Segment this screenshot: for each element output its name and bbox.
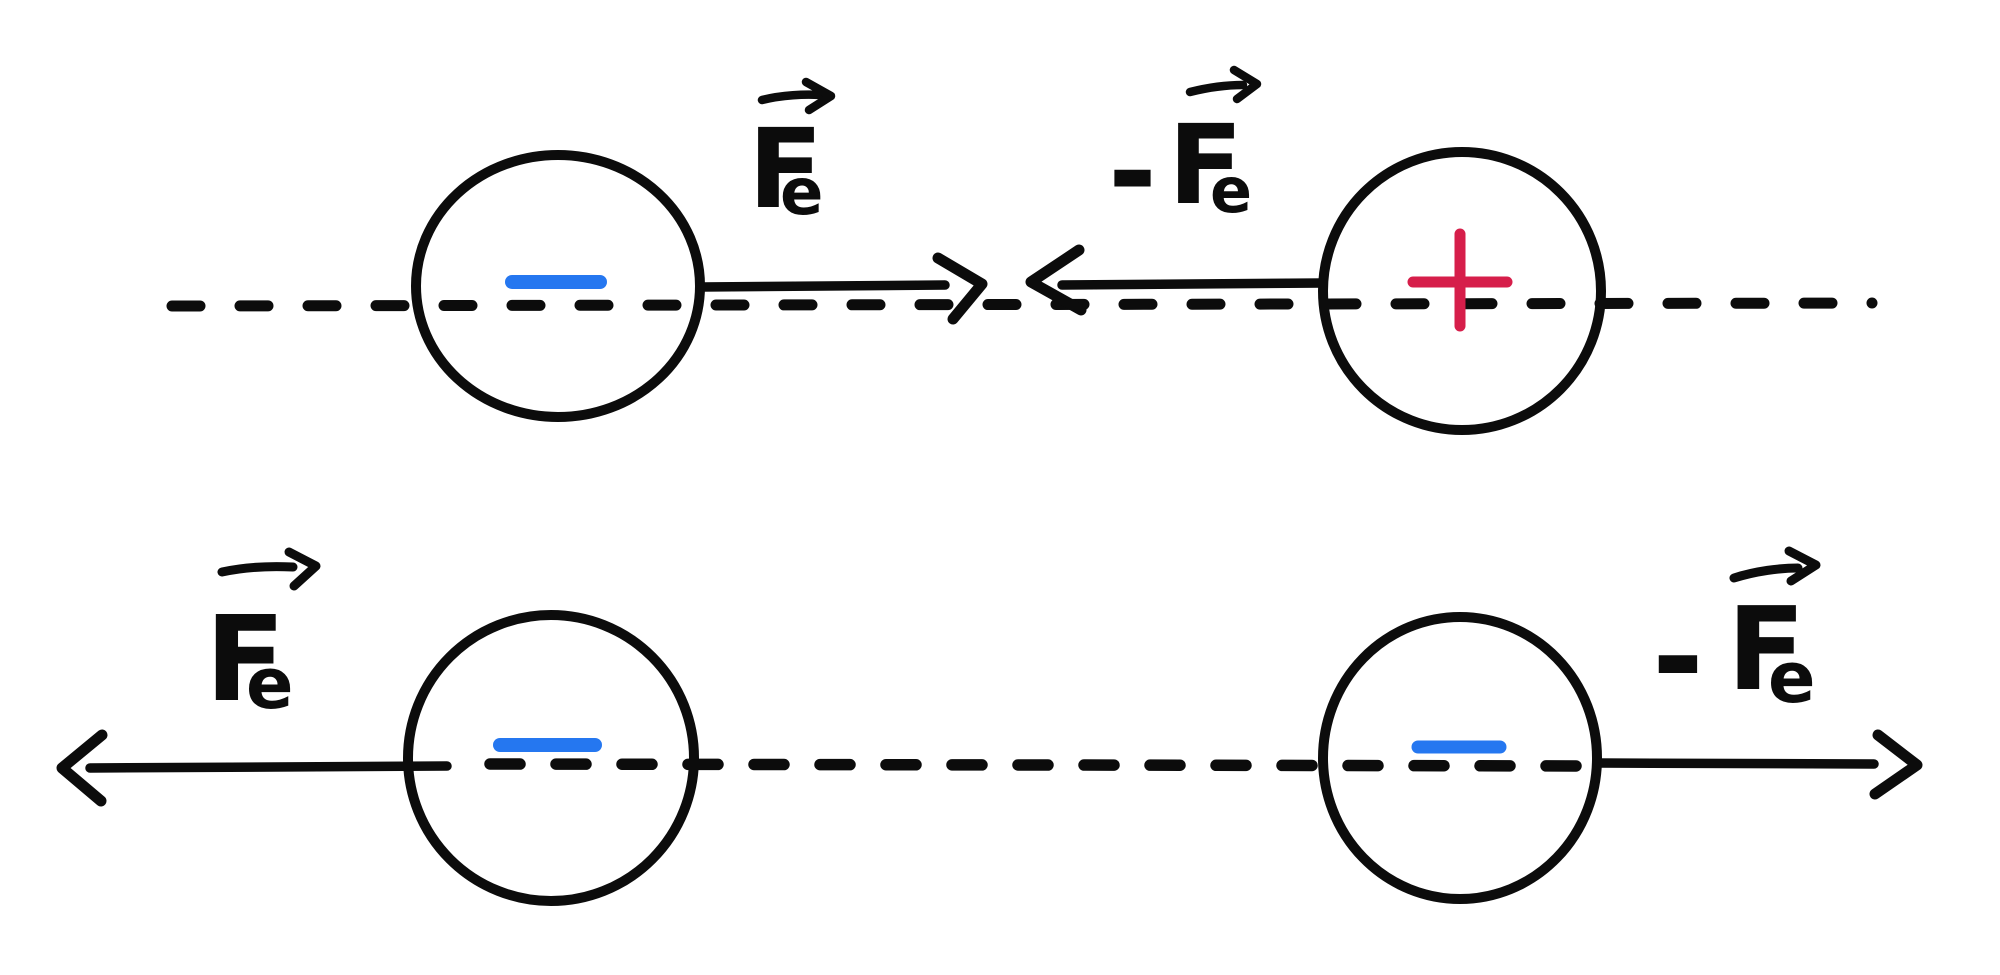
axis-dashed-line — [166, 297, 1878, 312]
repulsion-row: F e - F e — [56, 546, 1923, 906]
minus-prefix: - — [1108, 102, 1157, 240]
vector-arrow — [757, 90, 825, 105]
force-label-fe: F e — [205, 547, 321, 728]
vector-arrowhead — [284, 547, 321, 591]
vector-arrowhead — [1784, 546, 1821, 586]
vector-arrow — [217, 562, 298, 577]
force-arrow-right — [1593, 729, 1923, 800]
negative-charge-bottom-left — [403, 610, 699, 906]
negative-charge-bottom-right — [1318, 612, 1602, 904]
arrowhead — [56, 729, 108, 807]
force-symbol: F — [748, 105, 823, 233]
force-symbol: F — [205, 590, 286, 728]
attraction-row: F e - F e — [166, 65, 1878, 435]
force-arrow-left — [56, 729, 452, 807]
force-subscript: e — [780, 156, 823, 230]
force-arrow-left — [1025, 244, 1328, 316]
arrowhead — [1869, 729, 1923, 800]
vector-arrowhead — [1229, 65, 1262, 104]
arrow-shaft — [697, 280, 950, 292]
negative-charge-circle — [403, 610, 699, 906]
arrowhead — [932, 252, 988, 325]
vector-arrowhead — [801, 77, 836, 115]
force-label-minus-fe: - F e — [1108, 65, 1262, 240]
force-symbol: F — [1727, 583, 1806, 717]
axis-dashed-line — [484, 758, 1616, 772]
positive-charge-circle — [1318, 147, 1606, 435]
positive-charge-top-right — [1318, 147, 1606, 435]
force-subscript: e — [246, 643, 293, 725]
vector-arrow — [1729, 563, 1803, 583]
force-symbol: F — [1168, 101, 1243, 229]
vector-arrow — [1185, 80, 1248, 97]
arrow-shaft — [1057, 278, 1328, 290]
force-label-minus-fe: - F e — [1652, 546, 1821, 730]
arrow-shaft — [1593, 758, 1879, 769]
arrowhead — [1025, 244, 1087, 316]
minus-prefix: - — [1652, 585, 1704, 730]
force-arrow-right — [697, 252, 988, 325]
plus-charge-symbol — [1407, 228, 1513, 332]
force-subscript: e — [1768, 637, 1815, 719]
negative-charge-top-left — [411, 150, 705, 422]
arrow-shaft — [85, 761, 452, 773]
force-subscript: e — [1210, 154, 1252, 227]
negative-charge-circle — [1318, 612, 1602, 904]
force-label-fe: F e — [748, 77, 836, 233]
